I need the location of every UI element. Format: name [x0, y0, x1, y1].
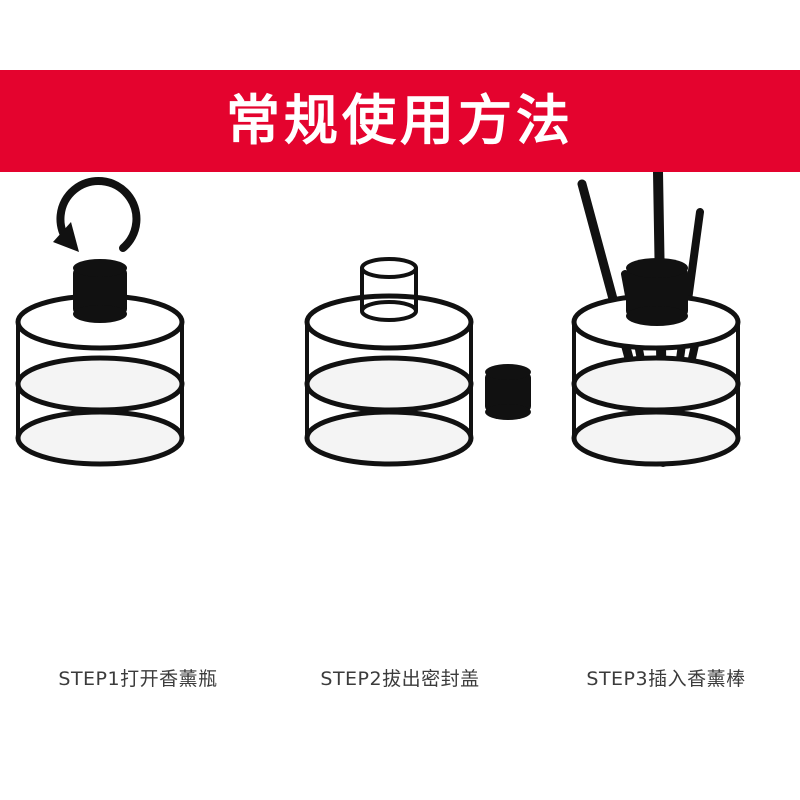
- step-2-illustration: [267, 172, 533, 642]
- steps-container: STEP1打开香薰瓶: [0, 172, 800, 800]
- step-2-label: STEP2拔出密封盖: [320, 668, 480, 690]
- rotate-arrow-icon: [53, 177, 141, 252]
- page-title: 常规使用方法: [226, 89, 574, 152]
- step-3-label: STEP3插入香薰棒: [586, 668, 746, 690]
- black-cap-icon: [73, 259, 127, 323]
- black-cap-icon: [485, 364, 531, 420]
- step-1-label: STEP1打开香薰瓶: [58, 668, 218, 690]
- step-item-2: STEP2拔出密封盖: [267, 172, 533, 800]
- black-collar-icon: [626, 258, 688, 326]
- step-item-3: STEP3插入香薰棒: [533, 172, 799, 800]
- step-item-1: STEP1打开香薰瓶: [5, 172, 271, 800]
- title-banner: 常规使用方法: [0, 70, 800, 172]
- white-stopper-icon: [360, 257, 418, 322]
- step-3-illustration: [533, 172, 799, 642]
- step-1-illustration: [5, 172, 271, 642]
